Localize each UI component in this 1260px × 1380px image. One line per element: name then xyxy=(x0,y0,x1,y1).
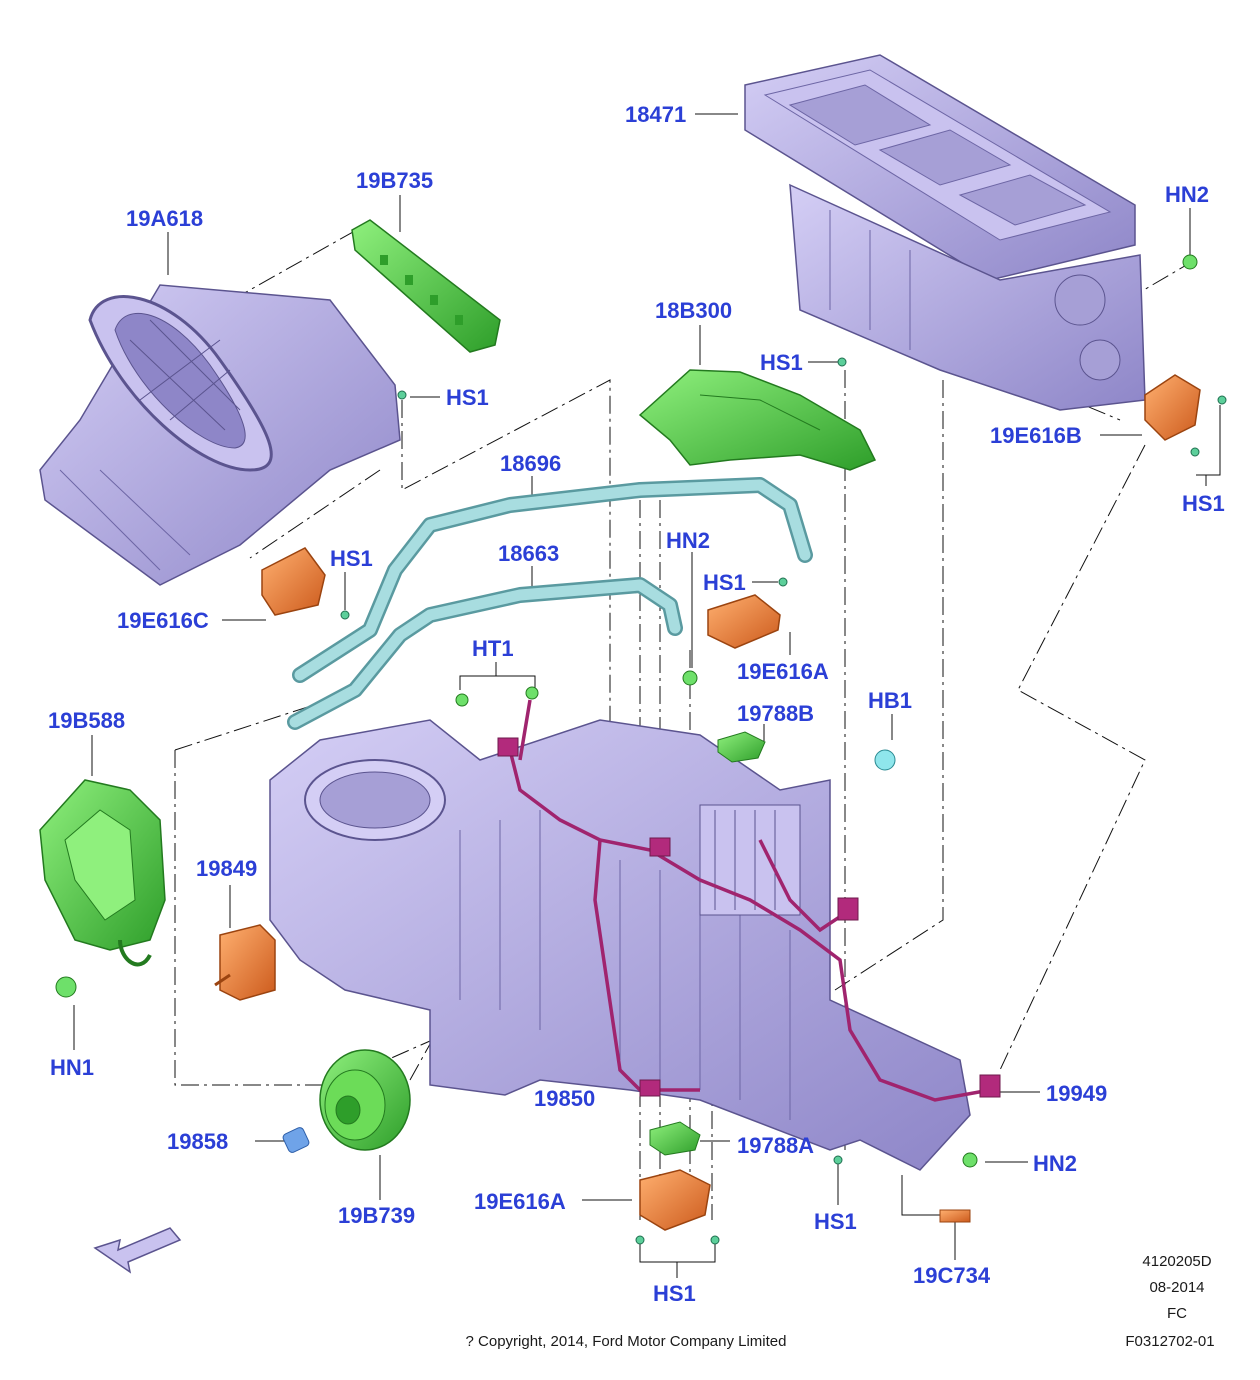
callout-18696: 18696 xyxy=(500,451,562,476)
callout-HS1-mid: HS1 xyxy=(760,350,803,375)
callout-19858: 19858 xyxy=(167,1129,229,1154)
part-19849-motor xyxy=(214,924,276,1001)
solid-leaders xyxy=(73,113,1221,1278)
callout-19788A: 19788A xyxy=(737,1133,815,1158)
part-18B300-duct xyxy=(638,369,877,471)
part-19850-main-housing xyxy=(269,719,971,1171)
callout-18471: 18471 xyxy=(625,102,687,127)
callout-HS1-c: HS1 xyxy=(330,546,373,571)
part-19C734-sensor xyxy=(939,1209,971,1223)
part-19E616A-actuator-bottom xyxy=(639,1169,711,1231)
callout-19788B: 19788B xyxy=(737,701,815,726)
part-19E616C-actuator xyxy=(261,547,326,616)
callout-18663: 18663 xyxy=(498,541,560,566)
callout-HN2-bottom: HN2 xyxy=(1033,1151,1078,1176)
part-19E616B-actuator xyxy=(1144,374,1201,441)
callout-HT1: HT1 xyxy=(472,636,514,661)
doc-id: 4120205D xyxy=(1142,1253,1212,1270)
part-18663-hose xyxy=(287,577,683,730)
callout-19E616A-bottom: 19E616A xyxy=(474,1189,566,1214)
callout-19949: 19949 xyxy=(1046,1081,1108,1106)
callout-19850: 19850 xyxy=(534,1086,596,1111)
callout-HS1-c2: HS1 xyxy=(703,570,746,595)
doc-code: FC xyxy=(1167,1305,1187,1322)
fasteners xyxy=(55,254,1227,1245)
callout-19E616A-top: 19E616A xyxy=(737,659,829,684)
callout-HN2-top: HN2 xyxy=(1165,182,1210,207)
part-19788A-coupler xyxy=(649,1121,701,1156)
part-19B735-bracket xyxy=(351,219,501,353)
figure-number: F0312702-01 xyxy=(1125,1333,1215,1350)
callout-HS1-left: HS1 xyxy=(446,385,489,410)
part-18471-housing xyxy=(744,54,1146,411)
part-19858 xyxy=(282,1127,310,1153)
callout-19A618: 19A618 xyxy=(126,206,204,231)
callout-19B739: 19B739 xyxy=(338,1203,416,1228)
callout-19E616B: 19E616B xyxy=(990,423,1082,448)
copyright-notice: ? Copyright, 2014, Ford Motor Company Li… xyxy=(465,1333,787,1350)
part-18696-hose xyxy=(292,477,813,683)
callout-HS1-bottom: HS1 xyxy=(814,1209,857,1234)
part-19788B-coupler xyxy=(717,731,766,763)
callout-HN1: HN1 xyxy=(50,1055,95,1080)
doc-date: 08-2014 xyxy=(1149,1279,1205,1296)
harness-connectors xyxy=(497,737,1001,1098)
callout-19849: 19849 xyxy=(196,856,258,881)
front-direction-arrow-icon xyxy=(93,1227,182,1274)
callout-18B300: 18B300 xyxy=(655,298,733,323)
part-19A618-housing xyxy=(39,284,401,586)
part-19B588-cover xyxy=(39,779,166,967)
callout-HS1-right: HS1 xyxy=(1182,491,1225,516)
callout-19C734: 19C734 xyxy=(913,1263,991,1288)
part-19E616A-actuator-top xyxy=(707,594,781,649)
callout-HN2-mid: HN2 xyxy=(666,528,711,553)
callout-HS1-bottom2: HS1 xyxy=(653,1281,696,1306)
callout-19B588: 19B588 xyxy=(48,708,126,733)
part-19B739-wheel xyxy=(319,1049,411,1151)
callout-19E616C: 19E616C xyxy=(117,608,209,633)
callout-19B735: 19B735 xyxy=(356,168,434,193)
callout-HB1: HB1 xyxy=(868,688,913,713)
